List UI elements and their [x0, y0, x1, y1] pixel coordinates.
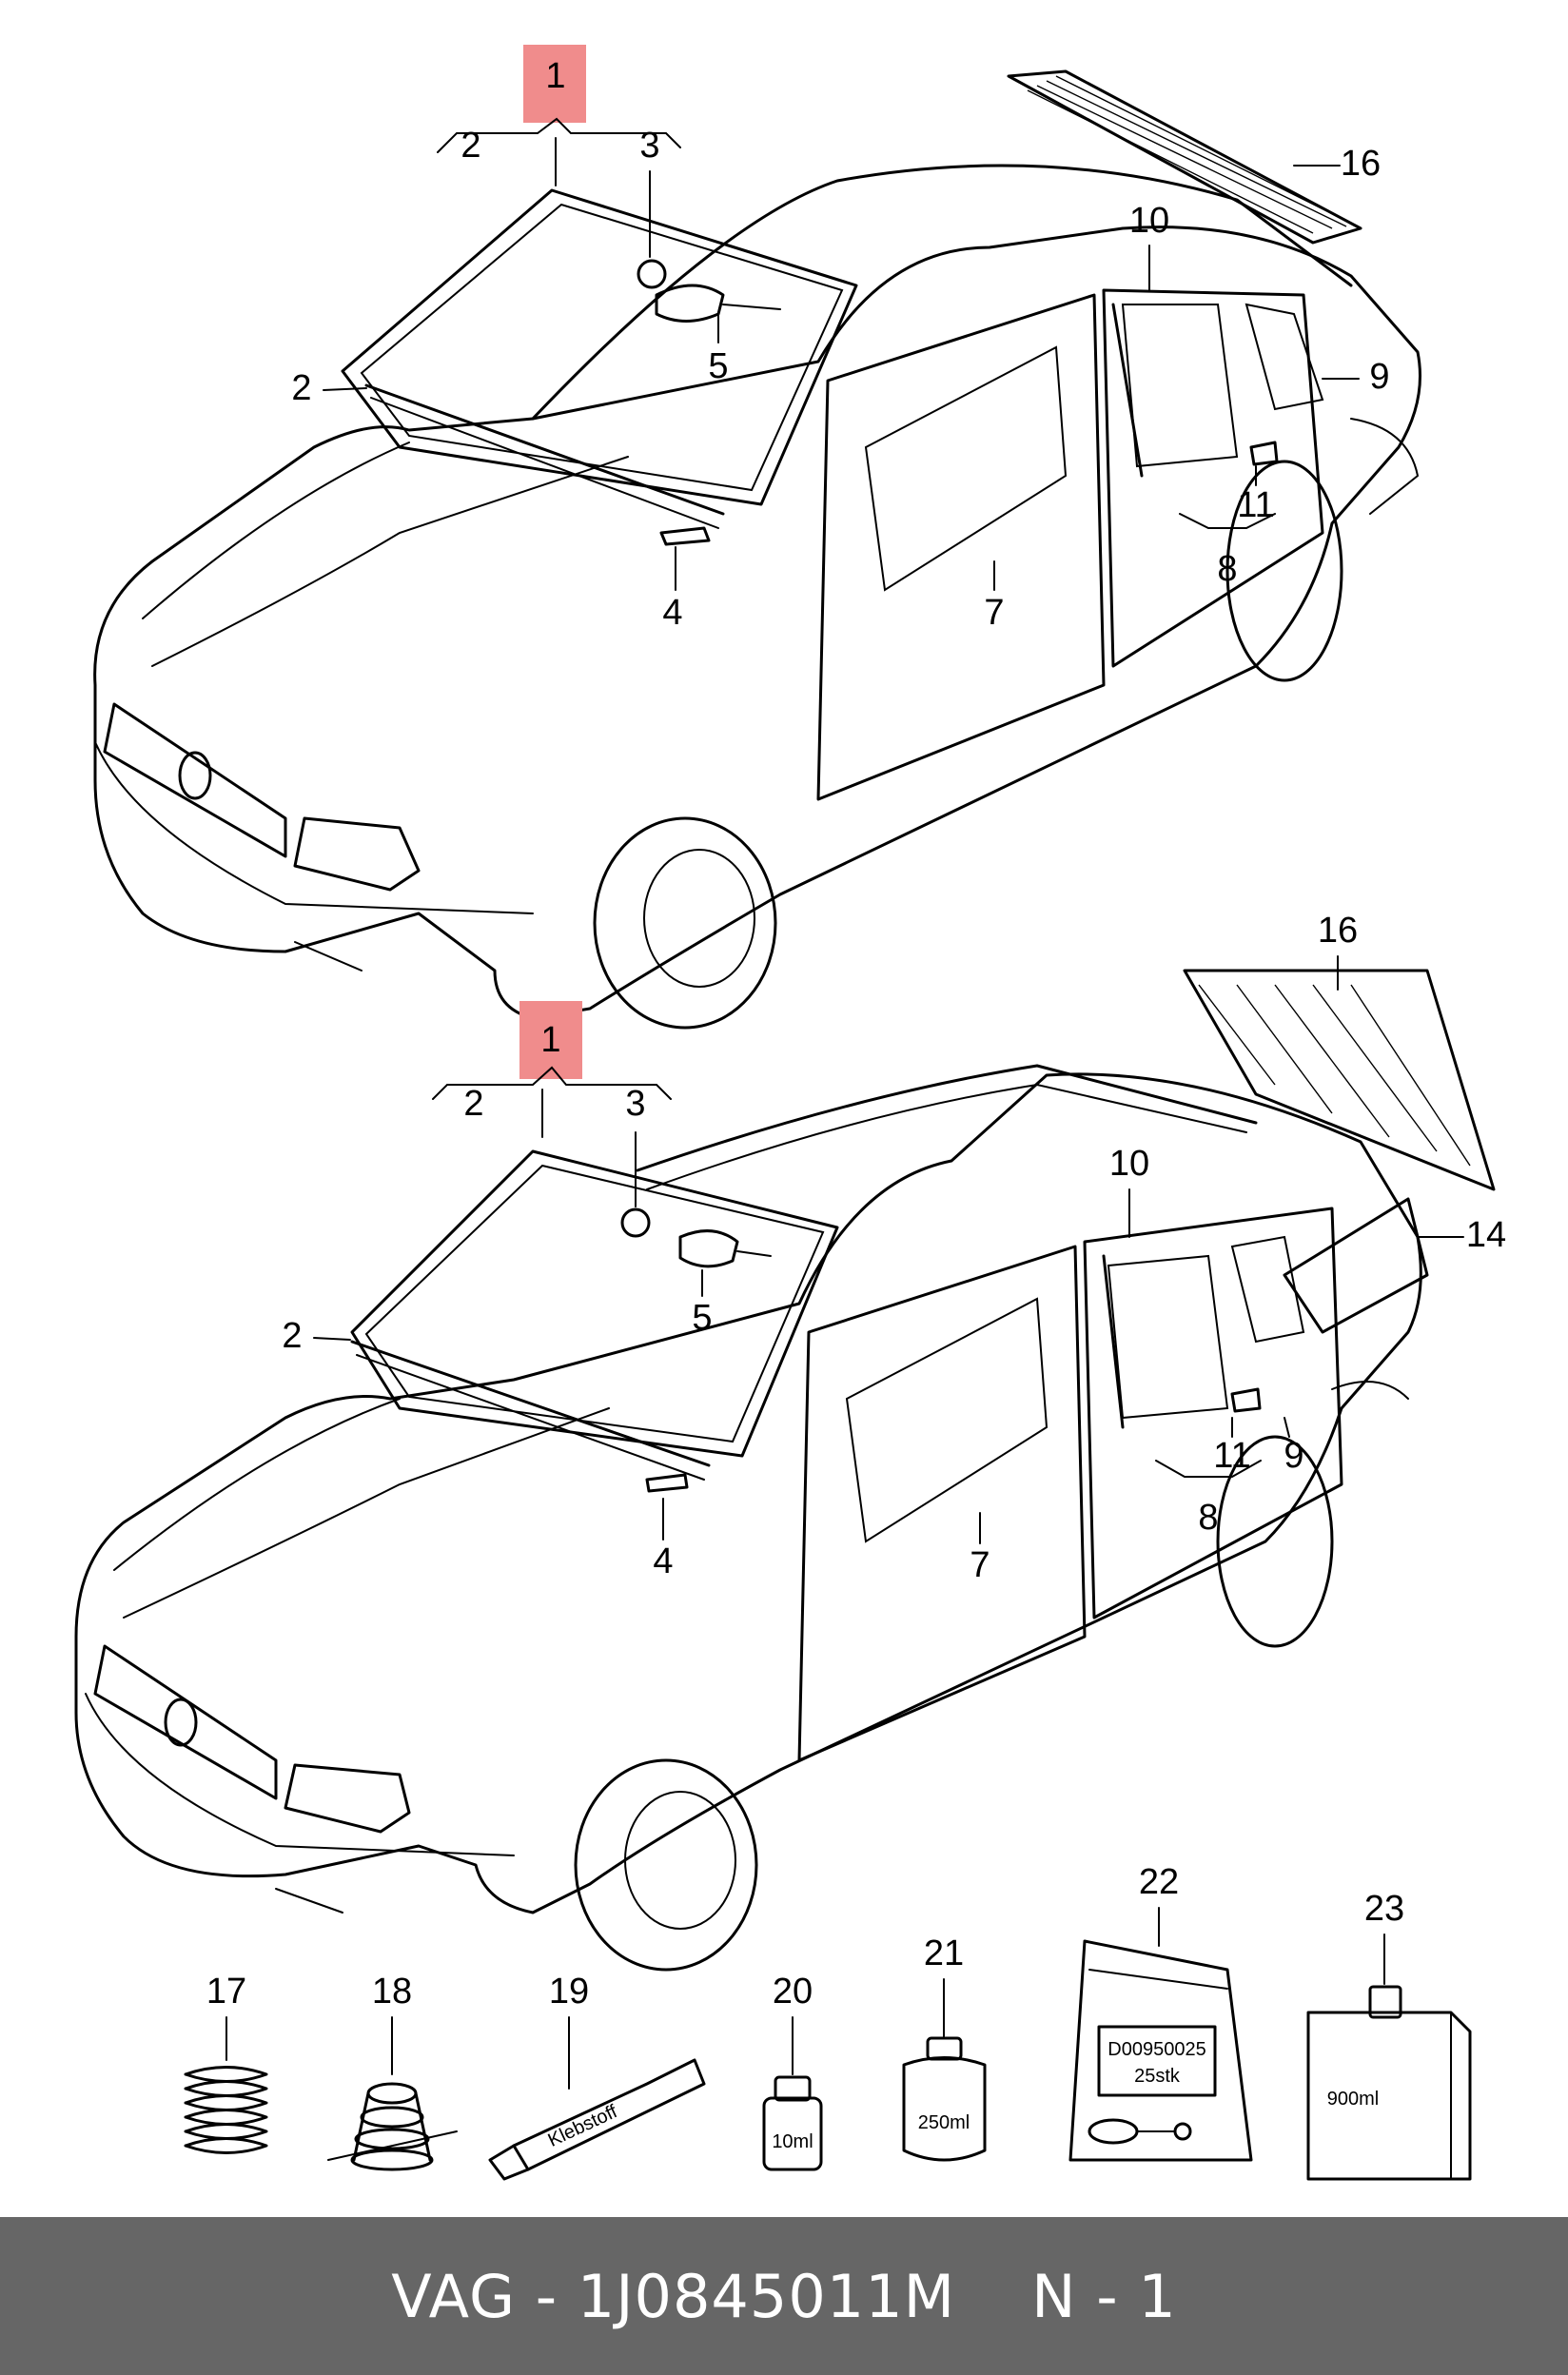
accessories: 17 18 19 Klebstoff 20 [184, 1862, 1472, 2181]
part-20-small-bottle: 20 10ml [762, 1972, 823, 2171]
callout-label: 8 [1217, 549, 1237, 589]
callout-label: 7 [984, 593, 1004, 633]
callout-label: 2 [463, 1084, 483, 1124]
callout-label: 11 [1237, 485, 1274, 525]
rear-window-hatch-top [1027, 75, 1355, 234]
callout-label: 3 [639, 126, 659, 166]
sedan-illustration [93, 69, 1421, 1030]
highlight-box-bottom [519, 1001, 582, 1079]
callout-label: 17 [206, 1972, 246, 2012]
callout-label: 2 [461, 126, 480, 166]
part-22-bag: 22 D00950025 25stk [1068, 1862, 1253, 2162]
callouts-top: 1 2 3 2 5 4 7 8 9 10 11 16 [291, 45, 1390, 633]
callout-label: 18 [372, 1972, 412, 2012]
callout-label: 2 [282, 1316, 302, 1356]
callout-label: 9 [1369, 357, 1389, 397]
highlight-box-top [523, 45, 586, 123]
callout-label: 10 [1109, 1144, 1149, 1184]
callout-label: 23 [1364, 1889, 1404, 1929]
callout-label: 5 [692, 1298, 712, 1338]
part-23-canister: 23 900ml [1306, 1889, 1472, 2181]
callout-label: 2 [291, 368, 311, 408]
callout-label: 11 [1213, 1436, 1250, 1476]
callout-label: 19 [549, 1972, 589, 2012]
callout-label: 5 [708, 346, 728, 386]
estate-illustration [74, 969, 1496, 1972]
callout-label: 22 [1139, 1862, 1179, 1902]
callout-label: 4 [662, 593, 682, 633]
callout-label: 16 [1318, 911, 1358, 951]
can-label: 250ml [918, 2112, 970, 2133]
callout-label: 1 [545, 56, 565, 96]
part-number-banner: VAG - 1J0845011M N - 1 [0, 2217, 1568, 2375]
bottle-label: 10ml [772, 2131, 813, 2152]
callout-label: 8 [1198, 1498, 1218, 1538]
rear-window-hatch-bottom [1198, 984, 1471, 1167]
bag-label-line1: D00950025 [1107, 2039, 1205, 2060]
canister-label: 900ml [1327, 2089, 1379, 2110]
part-17-spring: 17 [184, 1972, 268, 2154]
callout-label: 14 [1466, 1215, 1506, 1255]
part-number: VAG - 1J0845011M [391, 2261, 956, 2331]
callout-label: 9 [1284, 1436, 1303, 1476]
callout-label: 10 [1129, 201, 1169, 241]
part-21-can: 21 250ml [902, 1933, 987, 2162]
part-19-adhesive-tube: 19 Klebstoff [488, 1972, 706, 2181]
callout-label: 20 [773, 1972, 813, 2012]
callout-label: 16 [1341, 144, 1381, 184]
part-18-grommet: 18 [327, 1972, 458, 2171]
callout-label: 21 [924, 1933, 964, 1973]
callout-label: 7 [970, 1545, 990, 1585]
quantity: N - 1 [1031, 2261, 1177, 2331]
parts-diagram: 1 2 3 2 5 4 7 8 9 10 11 16 [74, 45, 1506, 2181]
bag-label-line2: 25stk [1134, 2066, 1181, 2087]
callouts-bottom: 1 2 3 2 5 4 7 8 9 10 11 14 16 [282, 911, 1506, 1585]
callout-label: 1 [540, 1020, 560, 1060]
callout-label: 3 [625, 1084, 645, 1124]
callout-label: 4 [653, 1541, 673, 1581]
